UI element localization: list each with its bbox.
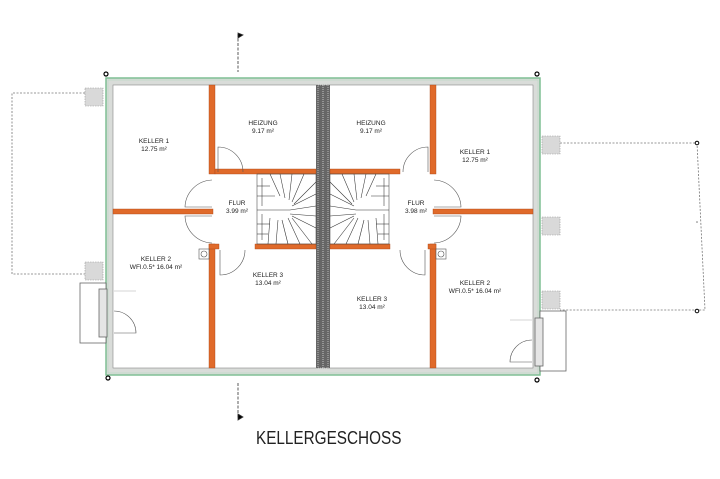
room-name: HEIZUNG [356, 120, 386, 127]
drawing-title: KELLERGESCHOSS [256, 428, 402, 448]
room-name: KELLER 2 [140, 256, 172, 263]
right-terrace-outline [560, 142, 706, 311]
section-markers [237, 32, 244, 421]
doors [113, 146, 533, 363]
left-terrace-outline [11, 92, 92, 275]
room-right-flur: FLUR 3.98 m² [405, 200, 427, 216]
room-area: 3.98 m² [404, 208, 428, 215]
room-name: KELLER 1 [459, 149, 491, 156]
room-right-keller3: KELLER 3 13.04 m² [357, 296, 387, 312]
room-area: 12.75 m² [141, 146, 167, 153]
room-name: KELLER 2 [459, 280, 491, 287]
room-name: KELLER 3 [356, 296, 388, 303]
room-left-heizung: HEIZUNG 9.17 m² [248, 120, 277, 136]
room-area: 3.99 m² [225, 208, 249, 215]
room-area: 9.17 m² [251, 128, 275, 135]
room-left-keller3: KELLER 3 13.04 m² [253, 272, 283, 288]
room-name: KELLER 1 [138, 138, 170, 145]
room-area: 12.75 m² [462, 157, 488, 164]
room-area: 9.17 m² [359, 128, 383, 135]
room-name: FLUR [228, 200, 246, 207]
footings [84, 87, 561, 310]
room-name: HEIZUNG [248, 120, 278, 127]
room-area: 13.04 m² [255, 280, 281, 287]
light-wells [79, 282, 567, 372]
room-area: WFl.0.5* 16.04 m² [129, 264, 183, 271]
room-right-keller2: KELLER 2 WFl.0.5* 16.04 m² [449, 280, 501, 296]
room-left-keller1: KELLER 1 12.75 m² [139, 138, 169, 154]
room-right-heizung: HEIZUNG 9.17 m² [356, 120, 385, 136]
room-area: 13.04 m² [359, 304, 385, 311]
room-area: WFl.0.5* 16.04 m² [448, 288, 502, 295]
room-right-keller1: KELLER 1 12.75 m² [460, 149, 490, 165]
room-name: KELLER 3 [252, 272, 284, 279]
staircases [256, 173, 390, 245]
room-left-keller2: KELLER 2 WFl.0.5* 16.04 m² [130, 256, 182, 272]
vent-symbols [198, 248, 447, 260]
room-name: FLUR [407, 200, 425, 207]
room-left-flur: FLUR 3.99 m² [226, 200, 248, 216]
inner-walls [112, 84, 534, 369]
party-wall [316, 84, 330, 369]
